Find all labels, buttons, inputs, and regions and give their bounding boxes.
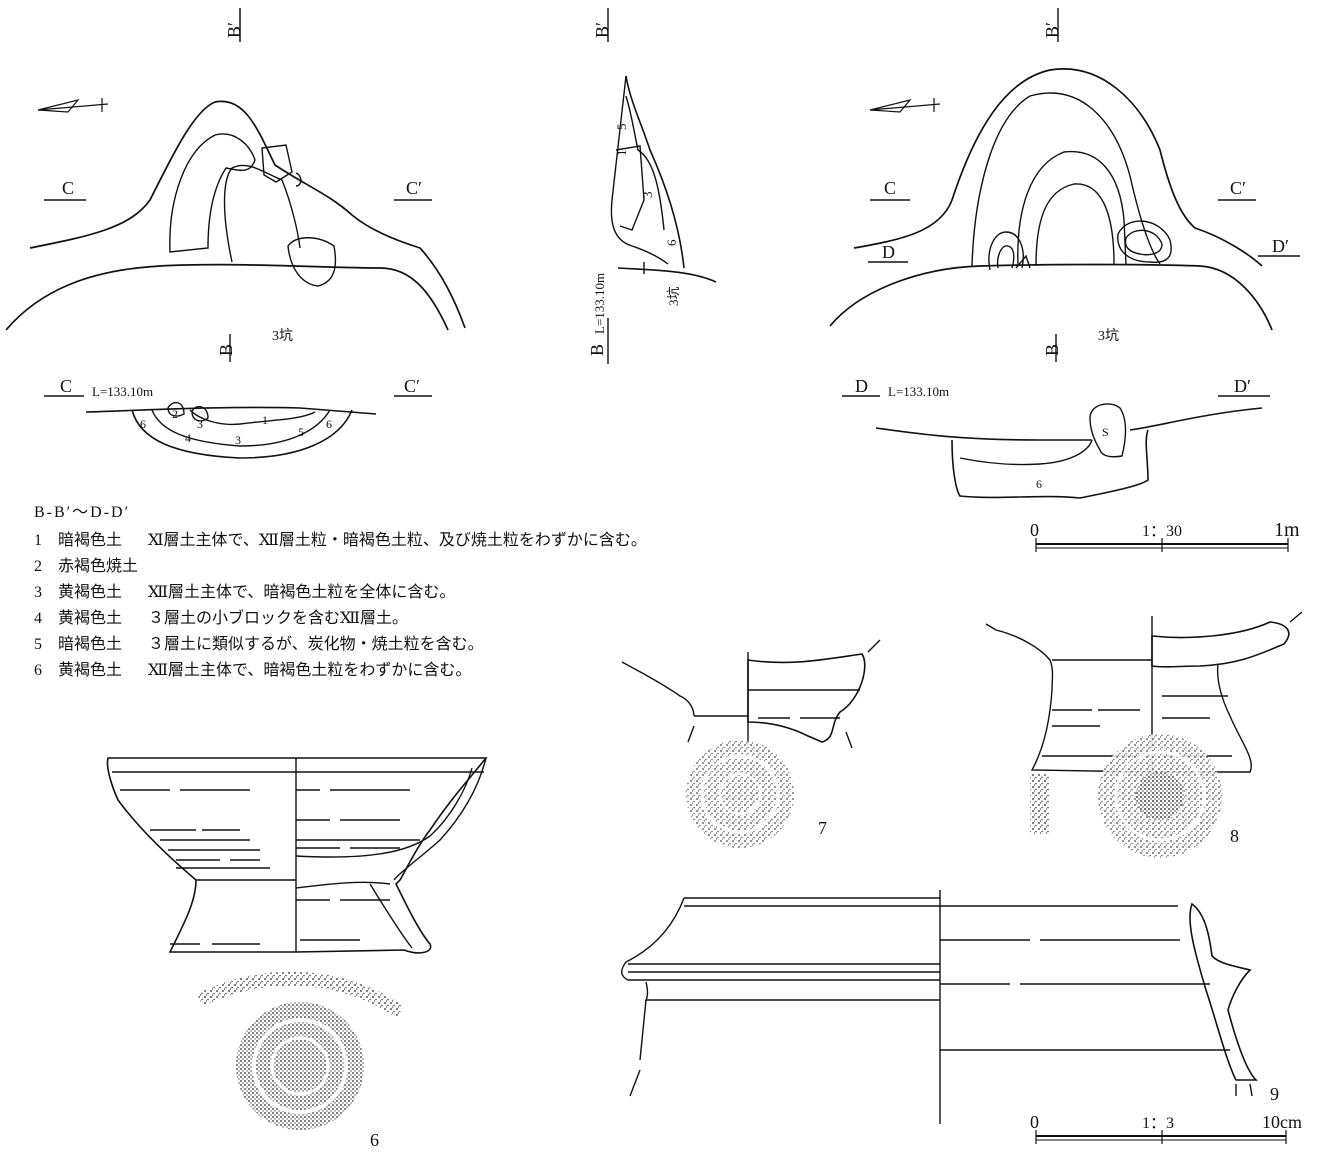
legend-description: Ⅻ層土主体で、暗褐色土粒を全体に含む。 bbox=[148, 584, 456, 601]
section-bb-layer-5: 5 bbox=[614, 124, 629, 131]
plan-left-c-prime: C′ bbox=[406, 178, 422, 198]
artifact-6: 6 bbox=[106, 757, 488, 1150]
section-bb-layer-6: 6 bbox=[664, 239, 679, 246]
legend-row: 3 黄褐色土 Ⅻ層土主体で、暗褐色土粒を全体に含む。 bbox=[34, 580, 647, 606]
legend-number: 4 bbox=[34, 610, 42, 627]
legend-color: 暗褐色土 bbox=[58, 532, 123, 549]
plan-right-c-prime: C′ bbox=[1230, 178, 1246, 198]
scale-top-ratio: 1：30 bbox=[1142, 523, 1182, 540]
section-cc-layer-4: 4 bbox=[185, 431, 191, 445]
plan-left-label: 3坑 bbox=[272, 328, 293, 344]
section-cc-layer-6b: 6 bbox=[326, 417, 332, 431]
legend-row: 1 暗褐色土 Ⅺ層土主体で、Ⅻ層土粒・暗褐色土粒、及び焼土粒をわずかに含む。 bbox=[34, 528, 647, 554]
legend-color: 黄褐色土 bbox=[58, 662, 123, 679]
scale-bottom-ratio: 1：3 bbox=[1142, 1115, 1174, 1132]
plan-right-d-prime: D′ bbox=[1272, 236, 1289, 256]
section-cc-layer-5: 5 bbox=[298, 425, 304, 439]
legend-description: Ⅺ層土主体で、Ⅻ層土粒・暗褐色土粒、及び焼土粒をわずかに含む。 bbox=[148, 532, 647, 549]
scale-top-end: 1m bbox=[1274, 519, 1300, 541]
plan-right-d: D bbox=[882, 242, 895, 262]
section-cc-layer-1: 1 bbox=[262, 413, 268, 427]
artifact-8-label: 8 bbox=[1230, 826, 1239, 846]
section-bb-layer-1: 1 bbox=[614, 150, 629, 157]
artifact-8: 8 bbox=[985, 611, 1303, 858]
plan-left-c: C bbox=[62, 178, 74, 198]
plan-left-b: B bbox=[216, 344, 236, 356]
section-cc-left: C bbox=[60, 376, 72, 396]
legend-color: 黄褐色土 bbox=[58, 584, 123, 601]
section-cc-layer-2: 2 bbox=[172, 407, 178, 421]
section-bb-level: L=133.10m bbox=[592, 273, 607, 334]
soil-legend: B-B′～D-D′ 1 暗褐色土 Ⅺ層土主体で、Ⅻ層土粒・暗褐色土粒、及び焼土粒… bbox=[34, 500, 647, 684]
section-cc-layer-3b: 3 bbox=[235, 433, 241, 447]
section-cc: C L=133.10m C′ 6 2 3 1 4 3 5 6 bbox=[44, 376, 432, 459]
section-cc-right: C′ bbox=[404, 376, 420, 396]
artifact-9: 9 bbox=[621, 890, 1279, 1124]
legend-row: 2 赤褐色焼土 bbox=[34, 554, 647, 580]
legend-row: 6 黄褐色土 Ⅻ層土主体で、暗褐色土粒をわずかに含む。 bbox=[34, 658, 647, 684]
legend-number: 1 bbox=[34, 532, 42, 549]
section-bb-label: 3坑 bbox=[666, 286, 681, 306]
section-cc-layer-6a: 6 bbox=[140, 417, 146, 431]
section-dd-level: L=133.10m bbox=[888, 384, 949, 399]
legend-number: 6 bbox=[34, 662, 42, 679]
artifact-9-label: 9 bbox=[1270, 1084, 1279, 1104]
legend-description: ３層土の小ブロックを含むⅫ層土。 bbox=[148, 610, 409, 627]
legend-number: 5 bbox=[34, 636, 42, 653]
section-bb-top: B′ bbox=[592, 22, 612, 38]
section-cc-layer-3a: 3 bbox=[197, 417, 203, 431]
plan-left-b-prime: B′ bbox=[224, 22, 244, 38]
plan-right: B′ C C′ D D′ B 3坑 bbox=[829, 8, 1300, 362]
legend-number: 3 bbox=[34, 584, 42, 601]
section-cc-level: L=133.10m bbox=[92, 384, 153, 399]
legend-description: Ⅻ層土主体で、暗褐色土粒をわずかに含む。 bbox=[148, 662, 472, 679]
section-dd-stone: S bbox=[1102, 425, 1109, 439]
artifact-7: 7 bbox=[621, 639, 881, 848]
artifact-6-label: 6 bbox=[370, 1130, 379, 1150]
legend-description: ３層土に類似するが、炭化物・焼土粒を含む。 bbox=[148, 636, 484, 653]
artifact-7-label: 7 bbox=[818, 818, 827, 838]
scale-bottom: 0 1：3 10cm bbox=[1030, 1112, 1302, 1144]
legend-color: 黄褐色土 bbox=[58, 610, 123, 627]
legend-color: 暗褐色土 bbox=[58, 636, 123, 653]
plan-right-b-prime: B′ bbox=[1042, 22, 1062, 38]
section-bb-layer-3: 3 bbox=[640, 192, 655, 199]
legend-row: 4 黄褐色土 ３層土の小ブロックを含むⅫ層土。 bbox=[34, 606, 647, 632]
scale-top: 0 1：30 1m bbox=[1030, 519, 1300, 552]
section-dd: D L=133.10m D′ S 6 bbox=[842, 376, 1270, 499]
scale-bottom-end: 10cm bbox=[1262, 1112, 1302, 1132]
plan-left: B′ C C′ B 3坑 bbox=[5, 8, 466, 362]
plan-right-b: B bbox=[1042, 344, 1062, 356]
scale-bottom-zero: 0 bbox=[1030, 1112, 1039, 1132]
legend-number: 2 bbox=[34, 558, 42, 575]
section-dd-left: D bbox=[855, 376, 868, 396]
section-dd-layer-6: 6 bbox=[1036, 477, 1042, 491]
plan-right-c: C bbox=[884, 178, 896, 198]
scale-top-zero: 0 bbox=[1030, 520, 1039, 540]
legend-color: 赤褐色焼土 bbox=[58, 558, 139, 575]
section-dd-right: D′ bbox=[1234, 376, 1251, 396]
section-bb: B′ 5 1 3 6 3坑 B L=133.10m bbox=[587, 8, 717, 364]
plan-right-label: 3坑 bbox=[1098, 328, 1119, 344]
legend-row: 5 暗褐色土 ３層土に類似するが、炭化物・焼土粒を含む。 bbox=[34, 632, 647, 658]
section-bb-bottom: B bbox=[587, 344, 607, 356]
legend-title: B-B′～D-D′ bbox=[34, 504, 131, 521]
